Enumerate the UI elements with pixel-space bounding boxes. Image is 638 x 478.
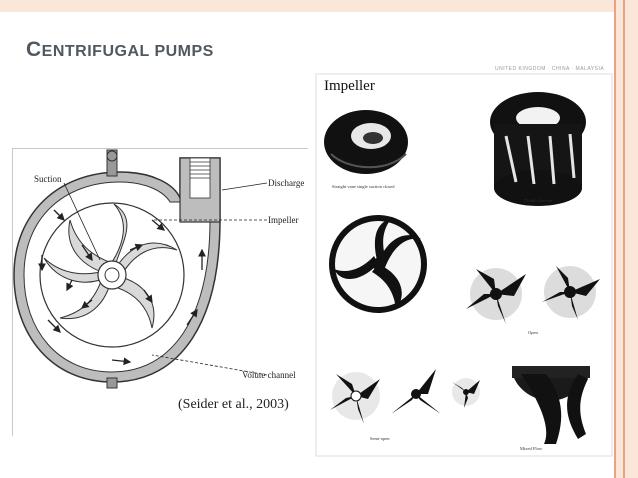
diagram-frame-left [12,148,13,436]
bottom-fitting [106,377,118,389]
impeller-label: Impeller [268,215,299,225]
mixed-flow-impeller-image [512,366,590,444]
citation: (Seider et al., 2003) [178,397,289,412]
open-impeller-large-image [329,215,427,313]
volute-label: Volute channel [242,370,296,380]
impeller-panel-title: Impeller [324,78,375,94]
closed-impeller-image [324,110,408,174]
centrifugal-pump-diagram: Suction Discharge Impeller Volute channe… [13,149,304,389]
caption-double-suction: Double Suction [524,198,553,203]
impeller-panel [315,73,613,457]
top-accent-band [0,0,614,12]
discharge-label: Discharge [268,178,304,188]
header-strip: UNITED KINGDOM · CHINA · MALAYSIA [495,66,605,72]
impeller-vanes [43,203,178,329]
caption-mixed-flow: Mixed Flow [520,446,543,451]
suction-label: Suction [34,174,62,184]
title-word-1: ENTRIFUGAL [41,43,155,60]
caption-straight-vane: Straight vane single suction closed [332,184,395,189]
top-fitting [106,149,118,177]
open-impeller-small-image [466,268,526,324]
open-impeller-small-image-2 [542,266,600,320]
title-word-2: PUMPS [154,43,214,60]
semi-open-impeller-image [330,372,380,424]
double-suction-impeller-image [490,92,586,206]
title-initial: C [26,38,42,61]
right-accent-band [614,0,638,478]
accent-line [623,0,625,478]
semi-open-impeller-image-3 [452,378,480,408]
semi-open-impeller-image-2 [391,369,441,414]
caption-open: Open [528,330,538,335]
diagram-frame-top [12,148,308,149]
accent-line [614,0,616,478]
slide-title: CENTRIFUGAL PUMPS [26,38,214,62]
flow-arrows [38,209,206,366]
caption-semi-open: Semi-open [370,436,390,441]
